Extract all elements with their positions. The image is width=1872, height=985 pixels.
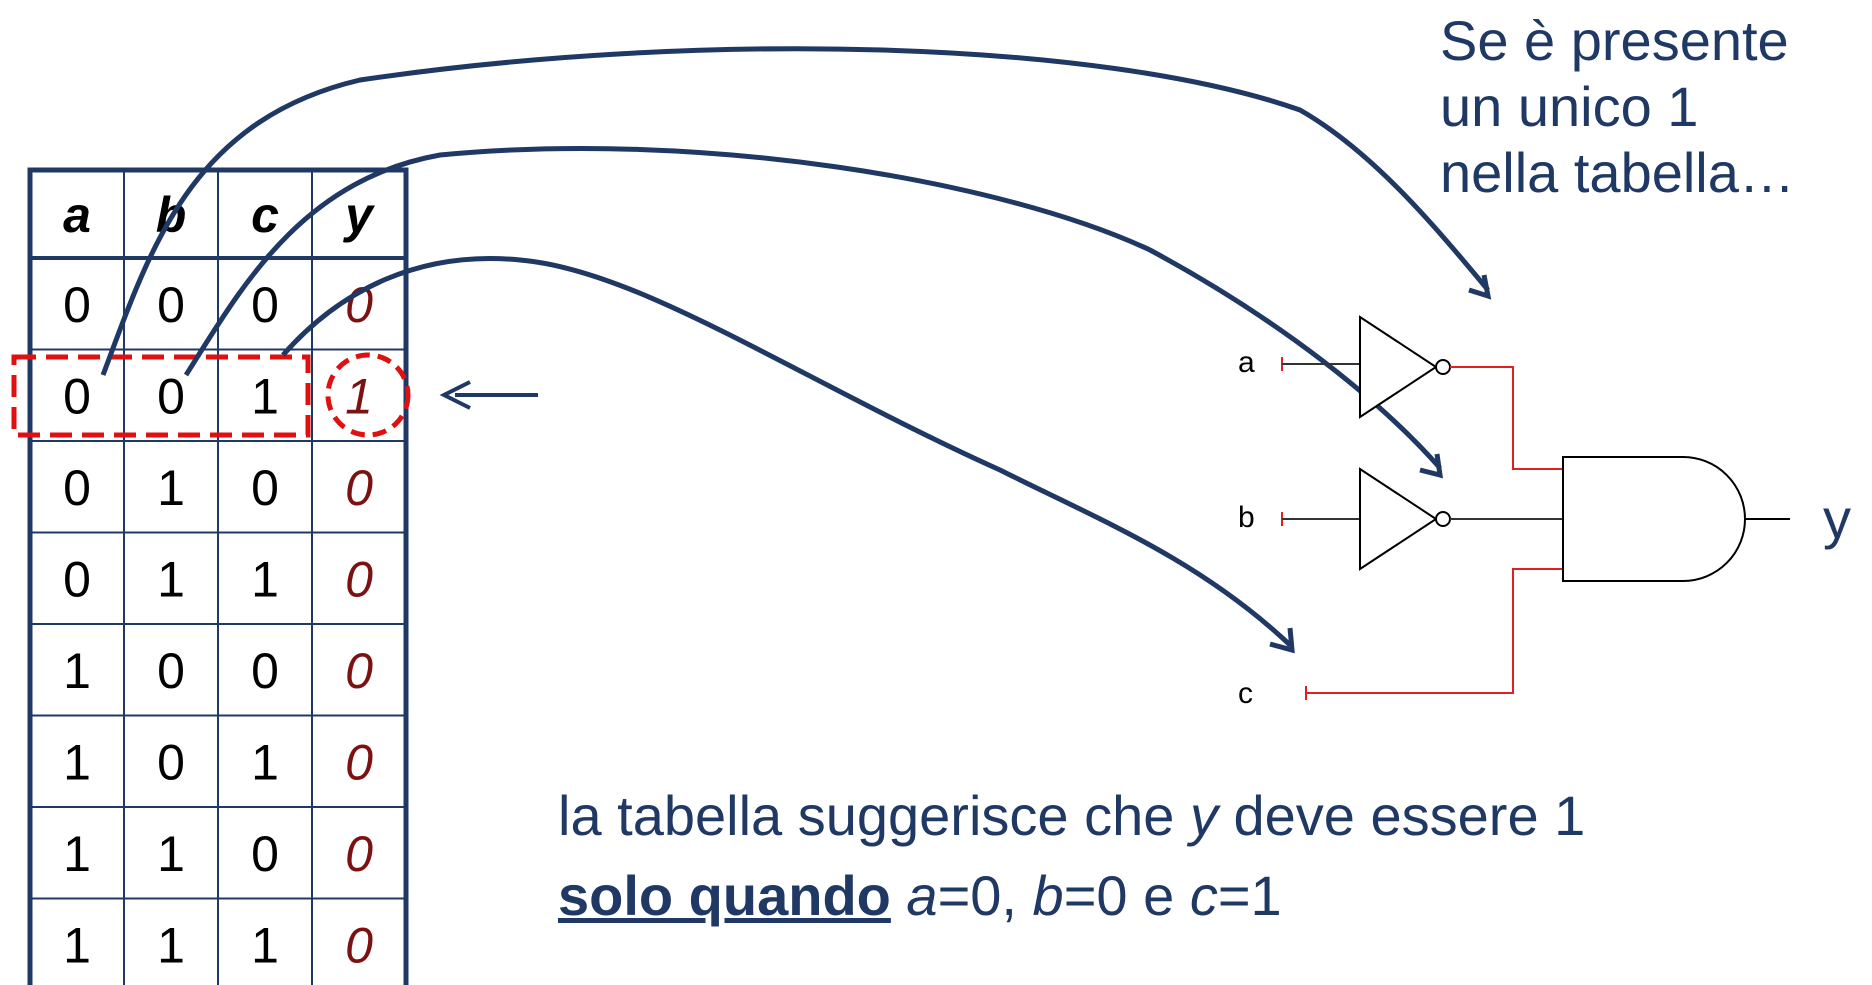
table-cell: 1	[157, 551, 185, 607]
table-cell-output: 0	[345, 551, 373, 607]
table-cell: 1	[63, 917, 91, 973]
table-cell: 0	[251, 643, 279, 699]
highlight-row-box	[11, 354, 311, 438]
arrowhead-a	[1468, 274, 1492, 300]
curve-a-to-input	[100, 46, 1490, 376]
note-bottom-var-y: y	[1189, 784, 1218, 847]
table-cell: 1	[157, 826, 185, 882]
note-top-line-3: nella tabella…	[1440, 141, 1795, 204]
table-cell: 0	[251, 277, 279, 333]
table-cell: 1	[157, 460, 185, 516]
note-top-line-1: Se è presente	[1440, 9, 1789, 72]
highlight-output-circle	[325, 352, 411, 438]
input-label-a: a	[1238, 346, 1255, 379]
note-bottom: la tabella suggerisce che y deve essere …	[558, 776, 1858, 936]
table-cell-output: 0	[345, 460, 373, 516]
table-cell: 0	[63, 277, 91, 333]
not-gate-a	[1359, 315, 1438, 419]
not-bubble-a	[1435, 359, 1451, 375]
table-cell: 0	[157, 734, 185, 790]
note-bottom-val-b: =0 e	[1063, 864, 1190, 927]
input-label-c: c	[1238, 677, 1253, 710]
table-cell-output: 0	[345, 826, 373, 882]
curve-c-to-input	[281, 256, 1292, 647]
arrowhead-b	[1419, 453, 1444, 479]
truth-table-grid	[27, 167, 409, 985]
table-cell: 1	[63, 826, 91, 882]
input-label-b: b	[1238, 501, 1255, 534]
output-label-y: y	[1823, 487, 1851, 550]
note-bottom-line-1: la tabella suggerisce che y deve essere …	[558, 776, 1858, 856]
logic-circuit: a b c y	[1238, 315, 1851, 710]
table-header-y: y	[342, 187, 375, 243]
table-cell-output: 0	[345, 734, 373, 790]
note-bottom-val-a: =0,	[937, 864, 1033, 927]
note-bottom-post: deve essere 1	[1217, 784, 1586, 847]
curve-b-to-input	[183, 145, 1442, 470]
note-bottom-var-c: c	[1189, 864, 1218, 927]
table-cell: 0	[251, 460, 279, 516]
note-bottom-val-c: =1	[1217, 864, 1282, 927]
and-gate	[1562, 456, 1746, 582]
table-cell: 0	[157, 368, 185, 424]
table-cell: 1	[251, 368, 279, 424]
table-header-a: a	[63, 187, 91, 243]
table-cell-output: 1	[345, 368, 373, 424]
table-cell: 0	[63, 368, 91, 424]
not-gate-b	[1359, 467, 1438, 571]
note-bottom-bold: solo quando	[558, 864, 891, 927]
note-top-line-2: un unico 1	[1440, 75, 1699, 138]
table-cell: 0	[63, 551, 91, 607]
note-bottom-pre: la tabella suggerisce che	[558, 784, 1190, 847]
table-cell: 1	[251, 917, 279, 973]
table-cell: 1	[157, 917, 185, 973]
note-bottom-line-2: solo quando a=0, b=0 e c=1	[558, 856, 1858, 936]
table-cell: 1	[251, 734, 279, 790]
note-bottom-var-a: a	[906, 864, 938, 927]
arrowhead-c	[1269, 627, 1295, 654]
note-bottom-var-b: b	[1032, 864, 1064, 927]
table-cell: 0	[157, 643, 185, 699]
pointer-arrow	[439, 380, 538, 410]
table-header-c: c	[251, 187, 279, 243]
table-cell: 1	[63, 643, 91, 699]
table-cell: 1	[63, 734, 91, 790]
not-bubble-b	[1435, 511, 1451, 527]
table-cell: 0	[251, 826, 279, 882]
table-cell-output: 0	[345, 643, 373, 699]
table-cell: 0	[157, 277, 185, 333]
note-top: Se è presente un unico 1 nella tabella…	[1440, 8, 1860, 206]
table-cell: 1	[251, 551, 279, 607]
table-cell-output: 0	[345, 917, 373, 973]
table-cell: 0	[63, 460, 91, 516]
